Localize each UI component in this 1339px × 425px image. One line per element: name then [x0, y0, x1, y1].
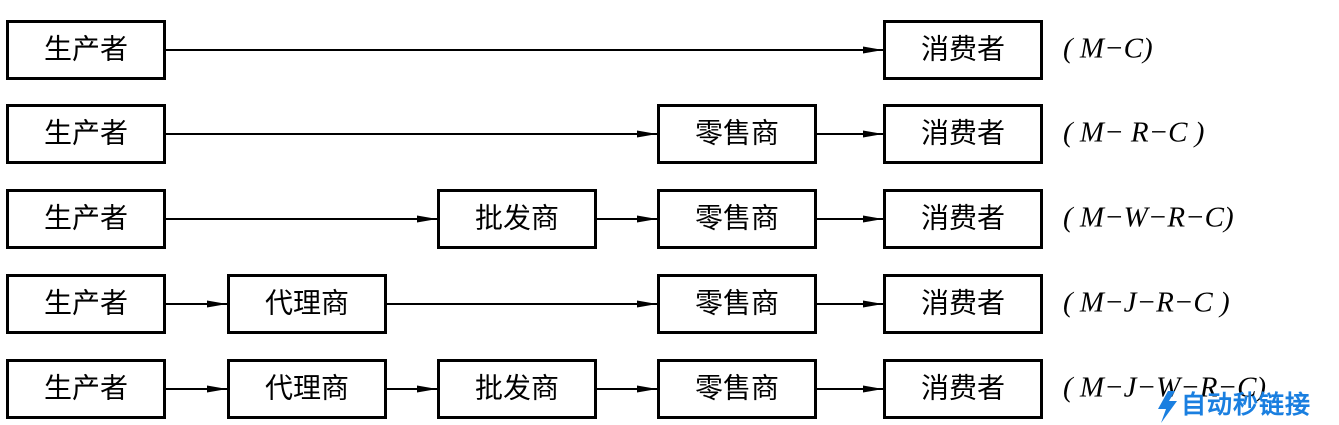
producer-box — [6, 20, 166, 80]
wholesaler-box — [437, 359, 597, 419]
channel-formula: ( M−W−R−C) — [1063, 202, 1234, 234]
producer-box — [6, 104, 166, 164]
channel-row: 生产者 批发商 零售商 消费者 ( M−W−R−C) — [6, 189, 1234, 249]
producer-box — [6, 189, 166, 249]
producer-label: 生产者 — [44, 202, 128, 235]
watermark-text: 自动秒链接 — [1181, 390, 1311, 419]
agent-box — [227, 359, 387, 419]
producer-label: 生产者 — [44, 287, 128, 320]
producer-box — [6, 359, 166, 419]
retailer-label: 零售商 — [695, 287, 779, 320]
consumer-box — [883, 274, 1043, 334]
wholesaler-label: 批发商 — [475, 372, 559, 405]
retailer-box — [657, 189, 817, 249]
wholesaler-box — [437, 189, 597, 249]
consumer-box — [883, 359, 1043, 419]
producer-label: 生产者 — [44, 33, 128, 66]
channel-formula: ( M−J−R−C ) — [1063, 287, 1230, 319]
watermark: 自动秒链接 — [1158, 390, 1311, 423]
retailer-box — [657, 359, 817, 419]
bolt-icon — [1158, 391, 1177, 423]
consumer-label: 消费者 — [921, 202, 1005, 235]
retailer-box — [657, 274, 817, 334]
channel-formula: ( M− R−C ) — [1063, 117, 1204, 149]
consumer-label: 消费者 — [921, 117, 1005, 150]
channel-row: 生产者 消费者 ( M−C) — [6, 20, 1153, 80]
consumer-label: 消费者 — [921, 33, 1005, 66]
retailer-label: 零售商 — [695, 202, 779, 235]
wholesaler-label: 批发商 — [475, 202, 559, 235]
producer-label: 生产者 — [44, 117, 128, 150]
retailer-box — [657, 104, 817, 164]
consumer-label: 消费者 — [921, 372, 1005, 405]
agent-box — [227, 274, 387, 334]
channel-row: 生产者 零售商 消费者 ( M− R−C ) — [6, 104, 1204, 164]
consumer-box — [883, 20, 1043, 80]
channel-row: 生产者 代理商 零售商 消费者 ( M−J−R−C ) — [6, 274, 1230, 334]
consumer-box — [883, 104, 1043, 164]
producer-label: 生产者 — [44, 372, 128, 405]
retailer-label: 零售商 — [695, 117, 779, 150]
consumer-box — [883, 189, 1043, 249]
agent-label: 代理商 — [265, 287, 349, 320]
agent-label: 代理商 — [265, 372, 349, 405]
retailer-label: 零售商 — [695, 372, 779, 405]
channel-row: 生产者代理商批发商零售商消费者( M−J−W−R−C) — [6, 359, 1266, 419]
consumer-label: 消费者 — [921, 287, 1005, 320]
producer-box — [6, 274, 166, 334]
channel-formula: ( M−C) — [1063, 33, 1153, 65]
